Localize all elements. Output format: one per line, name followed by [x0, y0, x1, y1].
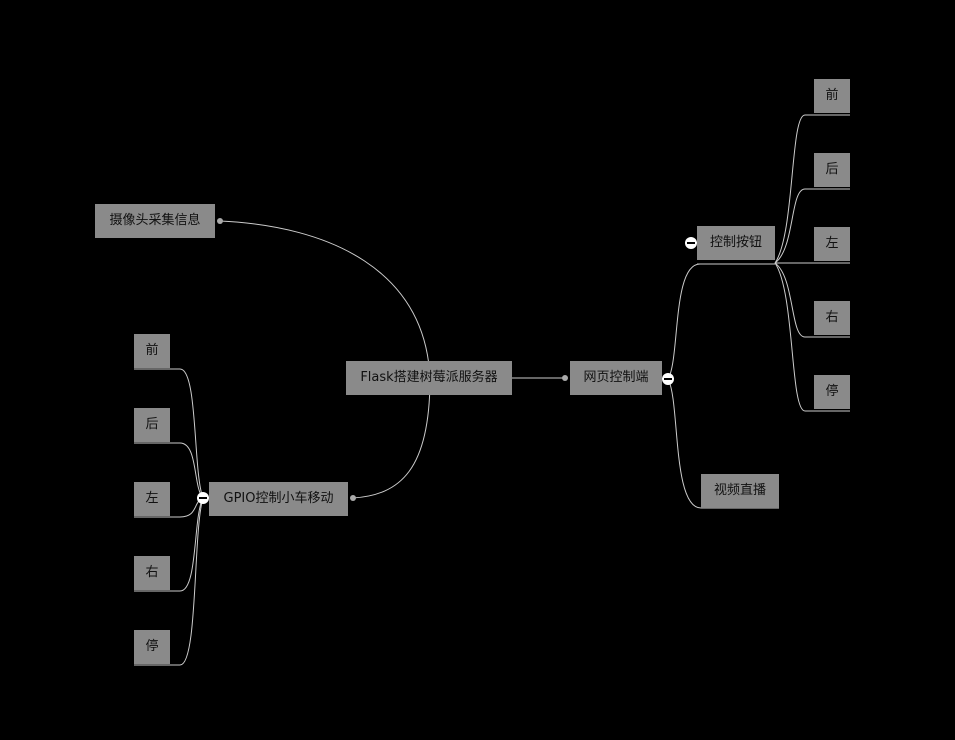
web-node-label: 网页控制端: [583, 370, 649, 385]
button-child-back-label: 后: [825, 162, 839, 177]
button-child-stop[interactable]: 停: [814, 375, 850, 409]
gpio-child-stop[interactable]: 停: [134, 630, 170, 664]
link-buttons-child-3: [774, 262, 850, 338]
link-web-video: [667, 378, 779, 509]
gpio-child-back-label: 后: [145, 417, 159, 432]
gpio-collapse-icon[interactable]: [197, 492, 209, 504]
link-buttons-child-4: [774, 262, 850, 412]
button-child-left-label: 左: [825, 236, 839, 251]
gpio-child-forward-label: 前: [145, 343, 159, 358]
root-node[interactable]: Flask搭建树莓派服务器: [346, 361, 512, 395]
gpio-child-stop-label: 停: [145, 639, 159, 654]
button-child-left[interactable]: 左: [814, 227, 850, 261]
web-node[interactable]: 网页控制端: [570, 361, 662, 395]
link-gpio-child-3: [134, 497, 204, 592]
gpio-child-left-label: 左: [145, 491, 159, 506]
button-child-forward-label: 前: [825, 88, 839, 103]
link-gpio-child-0: [134, 368, 204, 499]
camera-node-label: 摄像头采集信息: [109, 213, 201, 228]
gpio-node[interactable]: GPIO控制小车移动: [209, 482, 348, 516]
link-root-camera: [219, 220, 431, 379]
button-child-right[interactable]: 右: [814, 301, 850, 335]
button-child-right-label: 右: [825, 310, 839, 325]
root-node-label: Flask搭建树莓派服务器: [360, 370, 498, 385]
button-child-forward[interactable]: 前: [814, 79, 850, 113]
gpio-node-label: GPIO控制小车移动: [223, 491, 334, 506]
web-collapse-icon[interactable]: [662, 373, 674, 385]
link-web-buttons: [667, 263, 701, 380]
web-connector-dot: [562, 375, 568, 381]
gpio-child-back[interactable]: 后: [134, 408, 170, 442]
camera-connector-dot: [217, 218, 223, 224]
gpio-child-forward[interactable]: 前: [134, 334, 170, 368]
link-buttons-child-1: [774, 188, 850, 264]
link-root-gpio: [352, 377, 431, 499]
gpio-child-right-label: 右: [145, 565, 159, 580]
video-node-label: 视频直播: [713, 483, 766, 498]
link-gpio-child-4: [134, 497, 204, 666]
buttons-node[interactable]: 控制按钮: [697, 226, 775, 260]
video-node[interactable]: 视频直播: [701, 474, 779, 508]
button-child-stop-label: 停: [825, 384, 839, 399]
button-child-back[interactable]: 后: [814, 153, 850, 187]
buttons-node-label: 控制按钮: [709, 235, 762, 250]
camera-node[interactable]: 摄像头采集信息: [95, 204, 215, 238]
link-buttons-child-0: [774, 114, 850, 264]
gpio-child-left[interactable]: 左: [134, 482, 170, 516]
buttons-collapse-icon[interactable]: [685, 237, 697, 249]
gpio-child-right[interactable]: 右: [134, 556, 170, 590]
gpio-connector-dot: [350, 495, 356, 501]
